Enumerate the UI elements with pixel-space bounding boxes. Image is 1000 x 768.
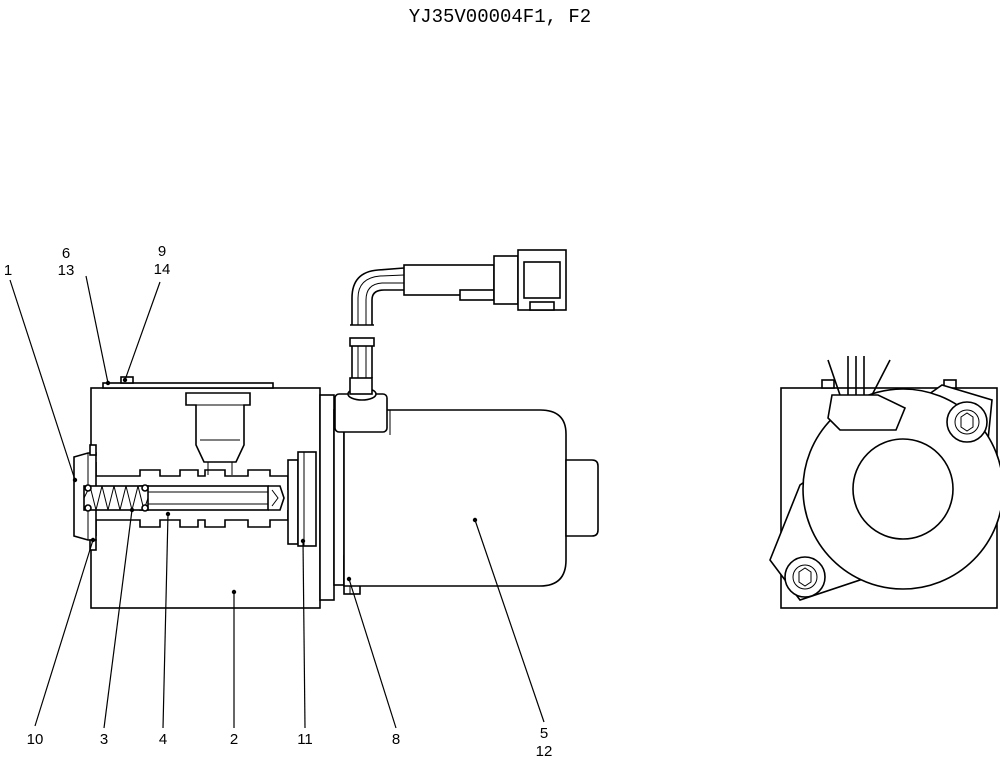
callout-13: 13 bbox=[58, 262, 75, 279]
callout-9: 9 bbox=[158, 243, 166, 260]
wire-boss bbox=[334, 377, 388, 433]
callout-12: 12 bbox=[536, 743, 553, 760]
end-view bbox=[769, 356, 1000, 609]
spring bbox=[83, 484, 149, 512]
callout-2: 2 bbox=[230, 731, 238, 748]
callout-6: 6 bbox=[62, 245, 70, 262]
callout-8: 8 bbox=[392, 731, 400, 748]
spool-bore bbox=[95, 462, 289, 536]
callout-14: 14 bbox=[154, 261, 171, 278]
leader-lines bbox=[9, 275, 545, 729]
diagram-title: YJ35V00004F1, F2 bbox=[409, 6, 591, 28]
callout-1: 1 bbox=[4, 262, 12, 279]
valve-insert bbox=[185, 392, 251, 475]
spool bbox=[139, 485, 285, 511]
callout-11: 11 bbox=[297, 731, 313, 748]
wire-harness bbox=[349, 267, 405, 378]
leader-dots bbox=[72, 377, 478, 595]
o-ring-plate bbox=[287, 451, 317, 547]
callout-10: 10 bbox=[27, 731, 44, 748]
connector bbox=[403, 249, 567, 311]
callout-4: 4 bbox=[159, 731, 167, 748]
callout-3: 3 bbox=[100, 731, 108, 748]
solenoid bbox=[343, 409, 599, 587]
callout-5: 5 bbox=[540, 725, 548, 742]
